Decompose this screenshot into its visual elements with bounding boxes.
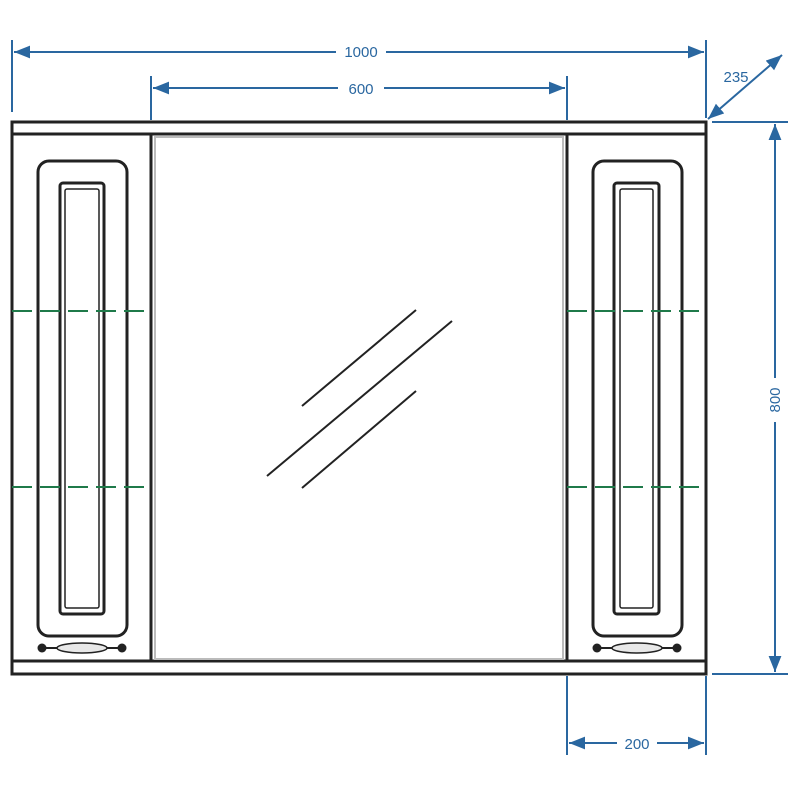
cabinet-body (10, 120, 708, 676)
dimension-mirror-width: 600 (150, 76, 568, 120)
dimension-label: 235 (723, 69, 748, 86)
dimension-label: 200 (624, 736, 649, 753)
dimension-total-width: 1000 (11, 40, 707, 118)
left-door (36, 159, 129, 654)
reflection-line (301, 309, 417, 407)
dimension-label: 1000 (344, 44, 377, 61)
dimension-label: 600 (348, 81, 373, 98)
dimension-label: 800 (767, 387, 784, 412)
door-handle (37, 642, 127, 654)
dimension-height: 800 (712, 121, 788, 675)
shelf-lines (12, 310, 706, 488)
door-handle (592, 642, 682, 654)
dimension-side-cabinet-width: 200 (566, 676, 707, 755)
dimension-depth: 235 (707, 54, 783, 120)
right-door (591, 159, 684, 654)
mirror-panel (154, 136, 564, 660)
reflection-line (301, 390, 417, 489)
reflection-line (266, 320, 453, 477)
